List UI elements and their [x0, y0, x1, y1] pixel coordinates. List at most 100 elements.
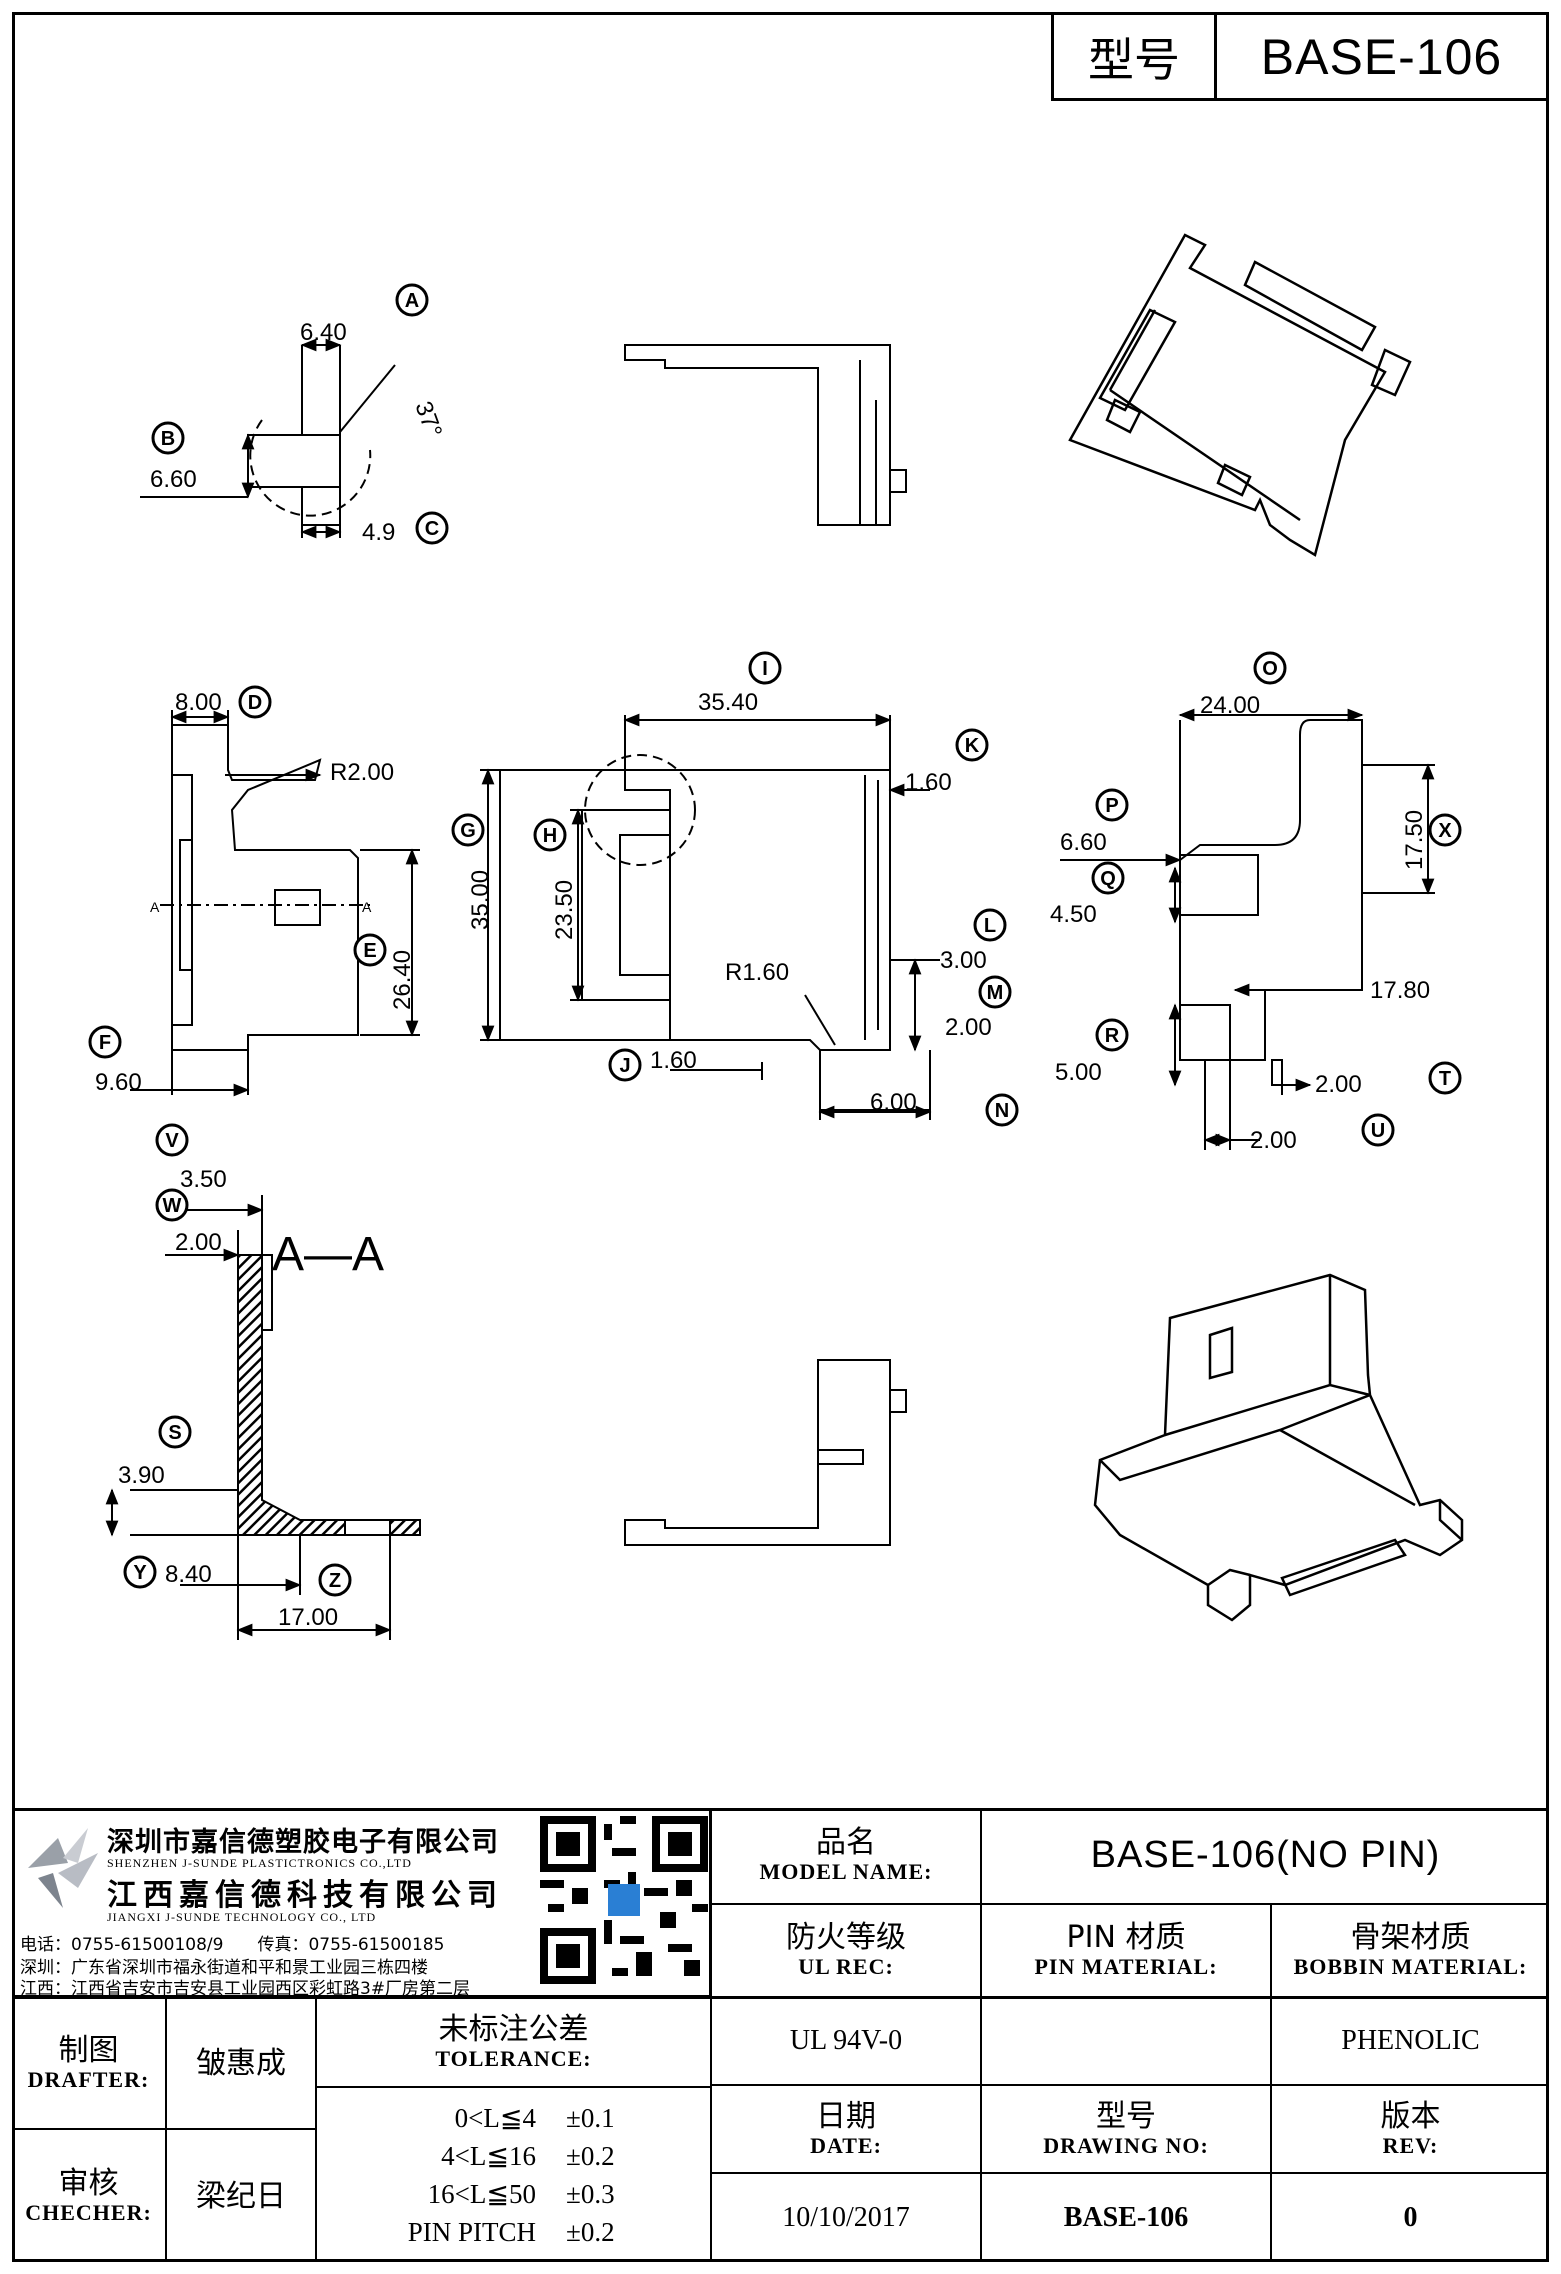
dim-37-deg: 37°: [409, 398, 447, 441]
ul-label-cell: 防火等级 UL REC:: [712, 1905, 982, 1998]
date-value-cell: 10/10/2017: [712, 2174, 982, 2262]
reference-letter-f: F: [88, 1025, 122, 1059]
svg-text:K: K: [965, 735, 980, 757]
company-address-shenzhen: 深圳：广东省深圳市福永街道和平和景工业园三栋四楼: [20, 1958, 428, 1978]
bobbin-material-value-cell: PHENOLIC: [1272, 1998, 1549, 2086]
svg-text:S: S: [168, 1422, 181, 1444]
svg-text:H: H: [543, 825, 557, 847]
reference-letter-p: P: [1095, 788, 1129, 822]
dimension-labels: 6.40 37° 6.60 4.9 8.00 R2.00 A A 26.40 9…: [95, 319, 1430, 1631]
svg-text:U: U: [1371, 1120, 1385, 1142]
svg-text:Y: Y: [133, 1562, 147, 1584]
svg-text:M: M: [987, 982, 1004, 1004]
reference-letter-v: V: [155, 1123, 189, 1157]
dim-9.60: 9.60: [95, 1069, 142, 1096]
date-label-en: DATE:: [810, 2132, 882, 2158]
ul-label-cn: 防火等级: [786, 1920, 906, 1955]
tolerance-row: 4<L≦16±0.2: [317, 2137, 710, 2175]
ul-value: UL 94V-0: [789, 2025, 903, 2056]
ul-label-en: UL REC:: [798, 1954, 894, 1979]
svg-text:G: G: [460, 820, 476, 842]
tolerance-label-en: TOLERANCE:: [435, 2045, 592, 2071]
company-address-jiangxi: 江西：江西省吉安市吉安县工业园西区彩虹路3#厂房第二层: [20, 1979, 471, 1999]
svg-text:N: N: [995, 1100, 1009, 1122]
drafter-label-cn: 制图: [58, 2032, 119, 2068]
title-block: 深圳市嘉信德塑胶电子有限公司 SHENZHEN J-SUNDE PLASTICT…: [12, 1808, 1549, 2262]
tolerance-value: ±0.1: [566, 2103, 615, 2133]
dim-6.60: 6.60: [150, 466, 197, 493]
drawing-no-value-cell: BASE-106: [982, 2174, 1272, 2262]
reference-letter-b: B: [151, 421, 185, 455]
reference-letter-c: C: [415, 511, 449, 545]
checker-value: 梁纪日: [196, 2178, 286, 2214]
side-profile-bottom: [624, 1359, 907, 1546]
isometric-view-top: [1068, 233, 1412, 557]
reference-letter-n: N: [985, 1093, 1019, 1127]
reference-letter-r: R: [1095, 1018, 1129, 1052]
model-name-value: BASE-106(NO PIN): [1090, 1834, 1441, 1876]
date-label-cn: 日期: [816, 2098, 876, 2134]
dim-3.00: 3.00: [940, 947, 987, 974]
drafter-label-cell: 制图 DRAFTER:: [12, 1998, 167, 2130]
section-title-a-a: A—A: [272, 1228, 384, 1281]
dim-8.00: 8.00: [175, 689, 222, 716]
tolerance-range: 0<L≦4: [454, 2103, 536, 2133]
dim-3.90: 3.90: [118, 1462, 165, 1489]
company-name-jiangxi: 江西嘉信德科技有限公司: [107, 1878, 503, 1913]
section-mark-a-left: A: [150, 899, 160, 915]
pin-detail-view: [140, 338, 396, 539]
section-mark-a-right: A: [362, 899, 372, 915]
checker-label-cn: 审核: [58, 2165, 119, 2201]
dim-4.9: 4.9: [362, 519, 395, 546]
drawing-no-label-cn: 型号: [1096, 2098, 1156, 2134]
company-logo-icon: [28, 1828, 98, 1908]
technical-drawing: 6.40 37° 6.60 4.9 8.00 R2.00 A A 26.40 9…: [88, 233, 1464, 1640]
reference-letter-i: I: [748, 651, 782, 685]
reference-letter-s: S: [158, 1415, 192, 1449]
reference-letter-d: D: [238, 685, 272, 719]
svg-text:P: P: [1105, 795, 1118, 817]
top-view-center: [480, 713, 940, 1120]
tolerance-range: 16<L≦50: [427, 2179, 536, 2209]
dim-1.60-k: 1.60: [905, 769, 952, 796]
reference-letter-t: T: [1428, 1061, 1462, 1095]
drawing-no-value: BASE-106: [1063, 2202, 1189, 2233]
side-profile-top: [624, 344, 907, 526]
date-label-cell: 日期 DATE:: [712, 2086, 982, 2174]
model-name-label-cn: 品名: [816, 1825, 876, 1860]
svg-text:L: L: [984, 915, 996, 937]
pin-material-value-cell: [982, 1998, 1272, 2086]
company-phone: 电话：0755-61500108/9 传真：0755-61500185: [20, 1935, 445, 1955]
svg-text:E: E: [363, 940, 376, 962]
dim-6.40: 6.40: [300, 319, 347, 346]
bobbin-material-label-cn: 骨架材质: [1350, 1920, 1471, 1955]
checker-value-cell: 梁纪日: [167, 2130, 317, 2262]
reference-letter-q: Q: [1091, 861, 1125, 895]
tolerance-value: ±0.3: [566, 2179, 615, 2209]
svg-text:C: C: [425, 518, 439, 540]
svg-text:X: X: [1438, 820, 1452, 842]
dim-35.40: 35.40: [698, 689, 758, 716]
reference-letter-o: O: [1253, 651, 1287, 685]
checker-label-en: CHECHER:: [25, 2199, 152, 2225]
model-value: BASE-106: [1260, 28, 1503, 85]
isometric-view-bottom: [1093, 1273, 1464, 1622]
dim-24.00: 24.00: [1200, 692, 1260, 719]
model-number-box: 型号 BASE-106: [1051, 15, 1546, 101]
svg-text:I: I: [762, 658, 768, 680]
drawing-sheet: 型号 BASE-106: [12, 12, 1549, 2262]
svg-text:R: R: [1105, 1025, 1120, 1047]
model-name-label-cell: 品名 MODEL NAME:: [712, 1808, 982, 1905]
reference-letter-e: E: [353, 933, 387, 967]
dim-17.80: 17.80: [1370, 977, 1430, 1004]
tolerance-row: 16<L≦50 ±0.3: [317, 2175, 710, 2213]
reference-letter-j: J: [608, 1048, 642, 1082]
svg-text:W: W: [163, 1195, 182, 1217]
rev-value-cell: 0: [1272, 2174, 1549, 2262]
tolerance-value: ±0.2: [566, 2217, 615, 2247]
dim-1.60-j: 1.60: [650, 1047, 697, 1074]
dim-2.00-m: 2.00: [945, 1014, 992, 1041]
model-name-value-cell: BASE-106(NO PIN): [982, 1808, 1549, 1905]
drafter-label-en: DRAFTER:: [27, 2066, 150, 2092]
